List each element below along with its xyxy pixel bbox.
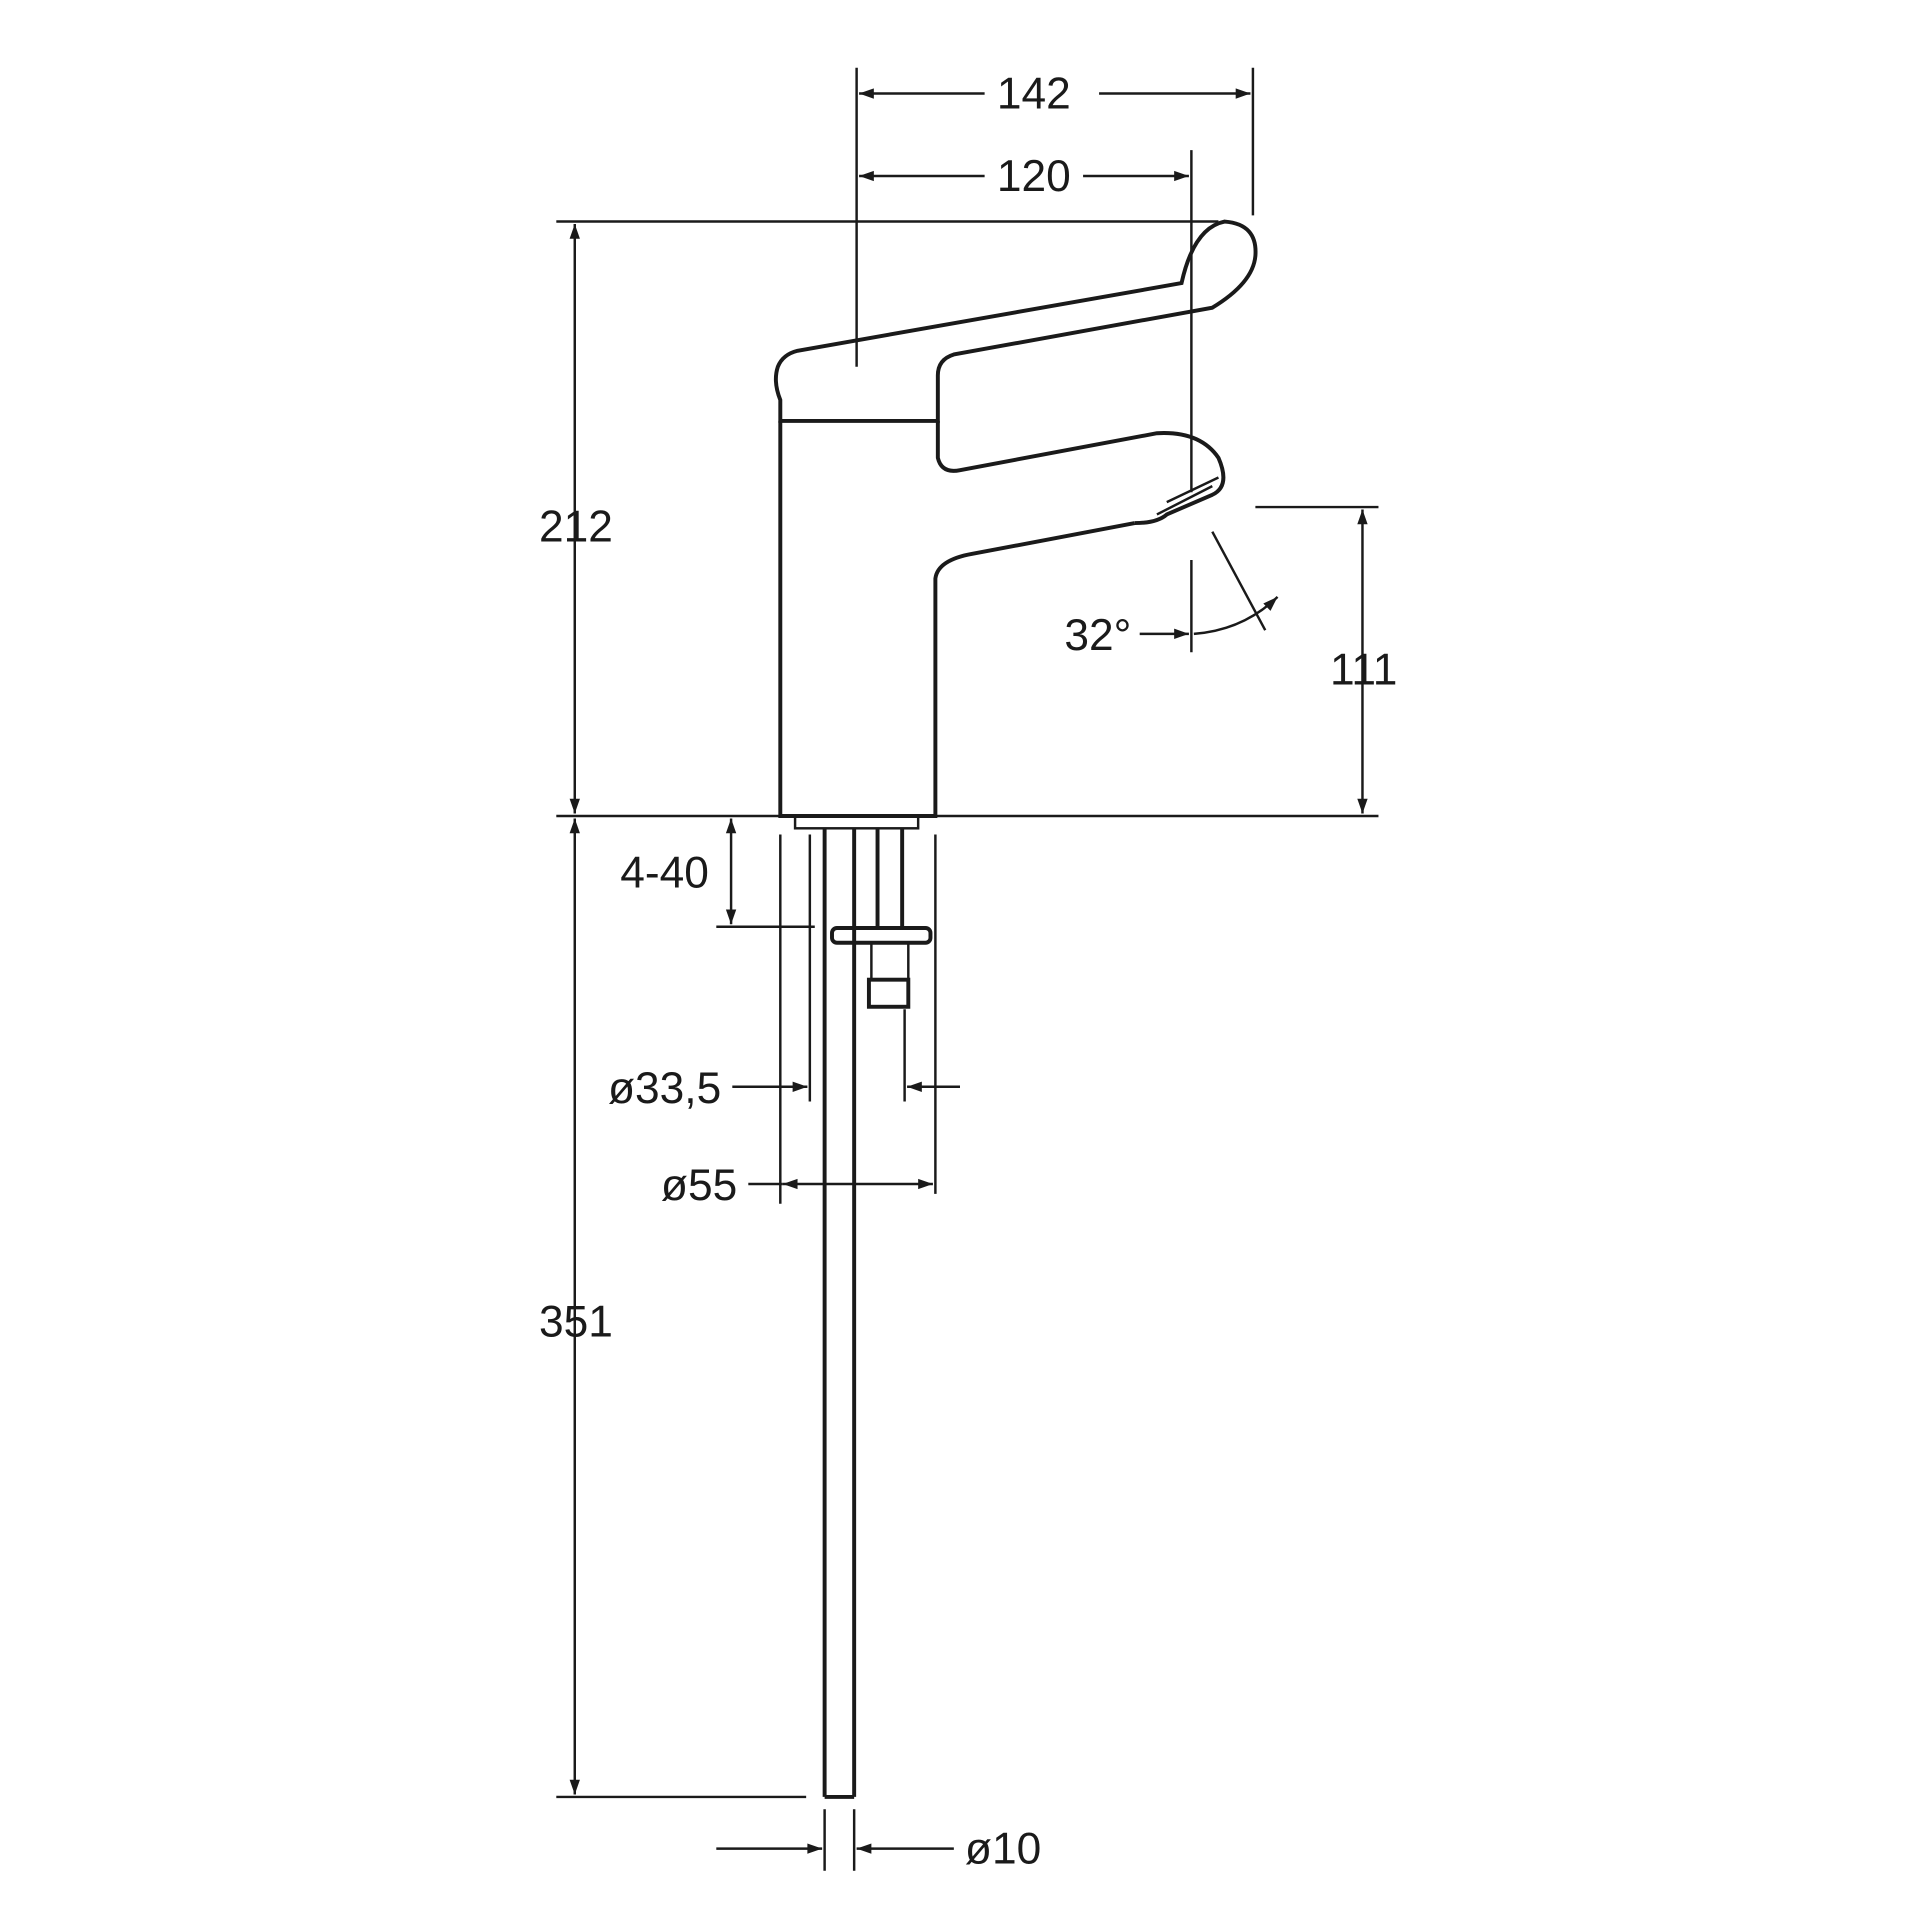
dim-base-diameter: ø55: [661, 1161, 737, 1210]
dim-width-spout: 120: [997, 152, 1071, 201]
faucet-body: [773, 219, 1258, 830]
mounting-parts: [822, 828, 933, 1799]
dimension-lines: [569, 88, 1368, 1854]
dim-supply-diameter: ø10: [965, 1824, 1041, 1873]
dim-deck-thickness: 4-40: [620, 848, 709, 897]
dim-spout-angle: 32°: [1064, 611, 1131, 660]
dim-spout-height: 111: [1330, 645, 1397, 694]
extension-lines: [556, 67, 1379, 1871]
dim-height-total: 212: [539, 503, 613, 552]
dim-width-overall: 142: [997, 69, 1071, 118]
dim-hole-diameter: ø33,5: [608, 1064, 721, 1113]
dim-supply-length: 351: [539, 1298, 613, 1347]
